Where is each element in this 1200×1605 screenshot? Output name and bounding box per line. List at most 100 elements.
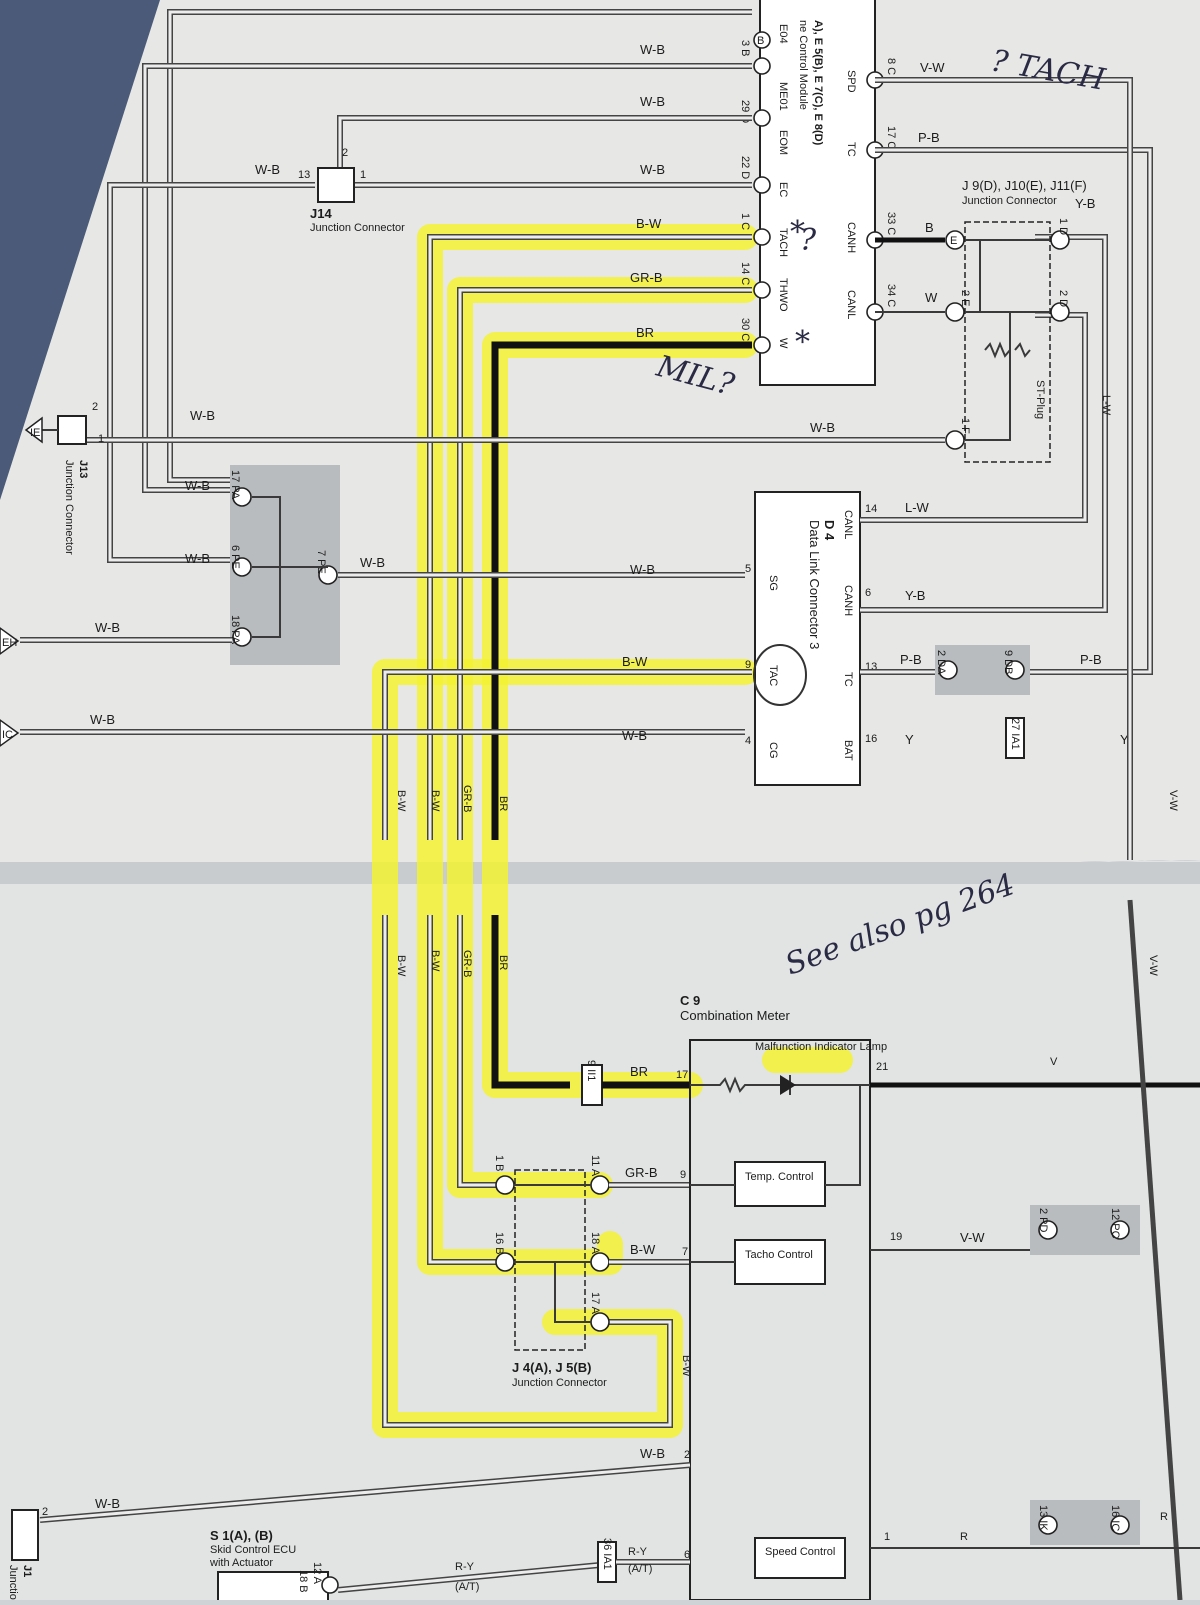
j9-title: J 9(D), J10(E), J11(F) — [962, 178, 1087, 193]
skid-pin-12a: 12 A — [311, 1562, 323, 1585]
wire-label-wb-j13: W-B — [190, 408, 215, 423]
wire-label-ry-1: R-Y — [455, 1561, 475, 1573]
wire-label-vw-19: V-W — [960, 1230, 985, 1245]
wire-label-wb-1: W-B — [640, 42, 665, 57]
j9-pin-2e: 2 E — [959, 290, 971, 307]
wire-label-bw-meter: B-W — [630, 1242, 656, 1257]
meter-pin-9: 9 — [680, 1169, 686, 1181]
j4-title: J 4(A), J 5(B) — [512, 1360, 591, 1375]
bottom-signal-wires — [382, 915, 673, 1428]
meter-pin-17: 17 — [676, 1069, 688, 1081]
wire-label-wb-2: W-B — [640, 94, 665, 109]
wire-label-bw-v2: B-W — [429, 790, 441, 812]
wire-label-wb-pa1: W-B — [185, 478, 210, 493]
ecm-subtitle: ne Control Module — [797, 20, 809, 110]
conn-pc: 12 PC — [1109, 1208, 1121, 1239]
gnd-pin-7pe: 7 PE — [315, 550, 327, 574]
j9-pin-e: E — [950, 235, 957, 247]
dlc-num-6: 6 — [865, 587, 871, 599]
dlc-box — [754, 491, 861, 786]
meter-pin-21: 21 — [876, 1061, 888, 1073]
wire-label-br-v: BR — [497, 796, 509, 811]
meter-temp: Temp. Control — [745, 1171, 813, 1183]
wire-label-at-1: (A/T) — [455, 1581, 479, 1593]
mil-led-icon — [780, 1075, 796, 1095]
j13-n: 2 — [92, 401, 98, 413]
wire-label-pb-right: P-B — [1080, 652, 1102, 667]
ecm-pin-w: W — [777, 338, 789, 349]
ecm-num-6: 30 C — [739, 318, 751, 341]
ecm-num-4: 1 C — [739, 213, 751, 230]
wire-label-wb-j1: W-B — [95, 1496, 120, 1511]
ecm-rnum-3: 34 C — [885, 284, 897, 307]
wire-label-wb-pe: W-B — [185, 551, 210, 566]
j14-connector — [317, 167, 355, 203]
ecm-pin-tach: TACH — [777, 228, 789, 257]
wire-label-v-meter: V — [1050, 1056, 1058, 1068]
ecm-pin-tc: TC — [845, 142, 857, 157]
speed-control-box — [754, 1537, 846, 1579]
ecm-num-5: 14 C — [739, 262, 751, 285]
ground-ic-label: IC — [2, 729, 13, 741]
asterisk-w: * — [795, 325, 810, 360]
j1-connector — [11, 1509, 39, 1561]
ecm-num-3: 22 D — [739, 156, 751, 179]
ground-eh-label: EH — [2, 637, 17, 649]
wire-label-wb-meter: W-B — [640, 1446, 665, 1461]
meter-pin-7: 7 — [682, 1246, 688, 1258]
wire-label-grb-meter: GR-B — [625, 1165, 658, 1180]
ecm-pin-thwo: THWO — [777, 278, 789, 312]
wire-label-wb-sg-2: W-B — [630, 562, 655, 577]
dlc-pin-bat: BAT — [842, 740, 854, 761]
wire-label-at-2: (A/T) — [628, 1563, 652, 1575]
j14-n3: 1 — [360, 169, 366, 181]
dlc-num-9: 9 — [745, 659, 751, 671]
ecm-pin-me01: ME01 — [777, 82, 789, 111]
gnd-pin-6pe: 6 PE — [229, 545, 241, 569]
gnd-pin-17pa: 17 PA — [229, 470, 241, 500]
wire-label-y-right: Y — [1120, 732, 1129, 747]
meter-subtitle: Combination Meter — [680, 1008, 790, 1023]
dlc-pin-canh: CANH — [842, 585, 854, 616]
bottom-page — [0, 860, 1200, 1600]
wire-label-wb-sg-1: W-B — [360, 555, 385, 570]
dlc-num-16: 16 — [865, 733, 877, 745]
ecm-left-pin-numbers: B 3 B 29 D 22 D 1 C 14 C 30 C — [739, 31, 771, 354]
ecm-rnum-2: 33 C — [885, 212, 897, 235]
j4-pin-18a: 18 A — [589, 1232, 601, 1255]
wire-label-lw-j9: L-W — [1100, 395, 1112, 416]
j13-n2: 1 — [98, 433, 104, 445]
wire-label-br-meter: BR — [630, 1064, 648, 1079]
wire-label-ry-2: R-Y — [628, 1546, 648, 1558]
tacho-control-box — [734, 1239, 826, 1285]
j14-subtitle-1: Junction Connector — [310, 222, 405, 234]
conn-pd: 2 PD — [1037, 1208, 1049, 1233]
j9-subtitle-1: Junction Connector — [962, 195, 1057, 207]
ground-ie-label: IE — [30, 427, 40, 439]
wire-label-r-2: R — [1160, 1511, 1168, 1523]
signal-wires — [382, 234, 752, 840]
ground-ic-symbol — [0, 719, 20, 747]
ground-eh-symbol — [0, 627, 20, 655]
dlc-pin-tc: TC — [842, 672, 854, 687]
wire-label-vw-edge2: V-W — [1147, 955, 1159, 976]
resistor-1 — [984, 341, 1011, 359]
ecm-title: A), E 5(B), E 7(C), E 8(D) — [812, 20, 824, 146]
j4-pin-17a: 17 A — [589, 1292, 601, 1315]
wire-label-lw-dlc: L-W — [905, 500, 930, 515]
j1-title: J1 — [21, 1565, 33, 1577]
ecm-pin-canh: CANH — [845, 222, 857, 253]
tac-circle-annotation — [753, 644, 807, 706]
wire-label-wb-3: W-B — [640, 162, 665, 177]
j4-subtitle-1: Junction Connector — [512, 1377, 607, 1389]
dlc-pin-cg: CG — [767, 742, 779, 759]
wire-label-wb-cg: W-B — [622, 728, 647, 743]
wire-label-bw-tach: B-W — [636, 216, 662, 231]
ecm-pin-canl: CANL — [845, 290, 857, 319]
annotation-q: ? — [800, 223, 817, 258]
ecm-ground-wires — [107, 9, 752, 563]
asterisk-tach: * — [790, 215, 805, 250]
wire-label-grb-v: GR-B — [461, 785, 473, 813]
